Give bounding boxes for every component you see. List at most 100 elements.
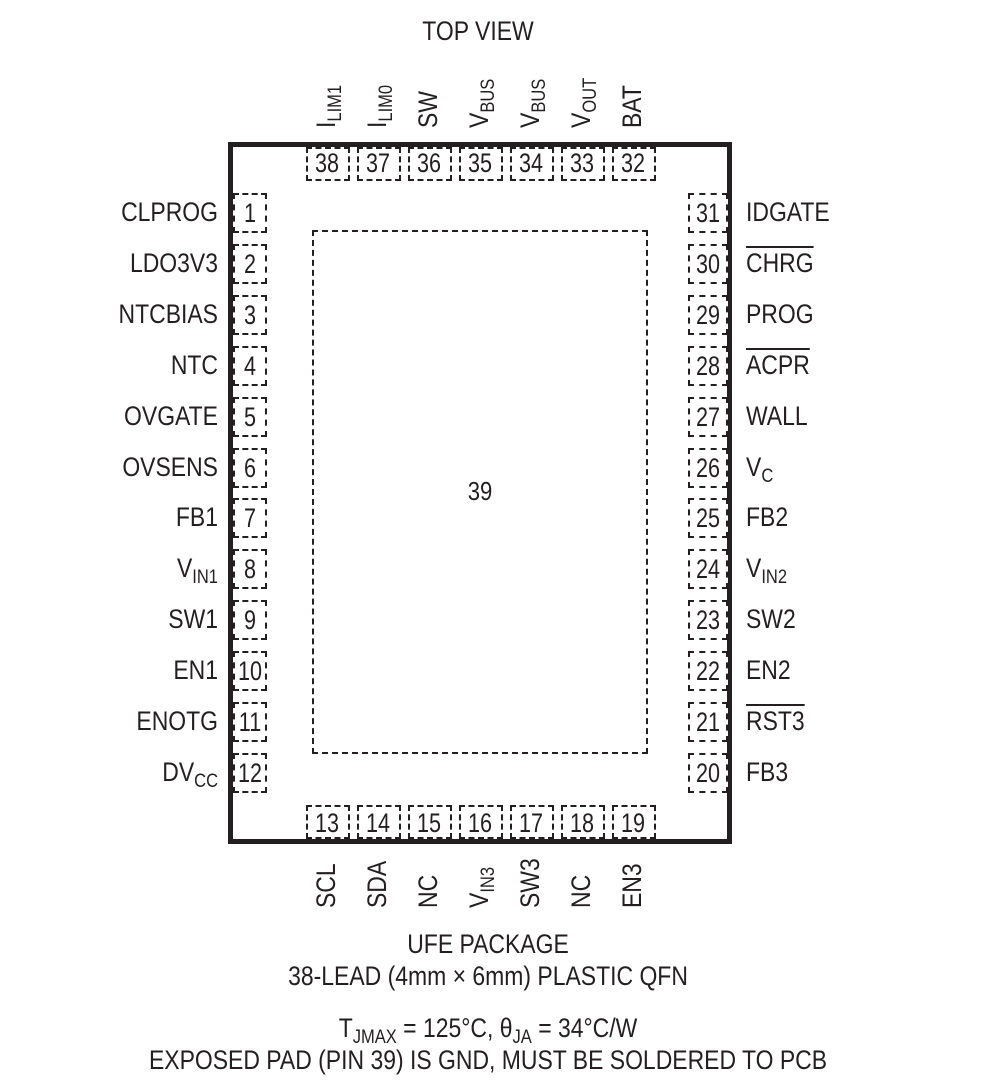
pin-pad-right [688, 193, 728, 233]
pin-label-left: CLPROG [48, 199, 218, 226]
pin-pad-left [233, 447, 267, 488]
pin-number: 15 [416, 808, 442, 838]
pin-label-right: IDGATE [746, 199, 830, 226]
pin-number: 7 [243, 503, 257, 534]
pin-name: NC [413, 874, 443, 908]
pin-number: 33 [569, 148, 595, 178]
pin-label-top: ILIM1 [311, 77, 346, 128]
pin-name: FB3 [746, 756, 789, 787]
pin-name: CHRG [746, 247, 814, 278]
pin-pad-bottom [459, 805, 503, 839]
pin-name: ILIM1 [311, 84, 346, 128]
pin-name: CLPROG [121, 197, 218, 227]
package-name: UFE PACKAGE [407, 929, 569, 959]
pin-name: NC [566, 874, 596, 908]
package-description: 38-LEAD (4mm × 6mm) PLASTIC QFN [288, 961, 688, 991]
pin-name: VC [746, 451, 774, 487]
pin-number: 31 [695, 198, 721, 228]
pin-number: 2 [243, 248, 257, 279]
pin-name: FB1 [175, 502, 218, 533]
pin-label-bottom: VIN3 [464, 860, 499, 908]
pin-number: 8 [243, 554, 257, 585]
pin-label-bottom: NC [566, 869, 596, 908]
pin-label-top: VBUS [464, 70, 499, 128]
pin-label-right: SW2 [746, 606, 796, 633]
pin-pad-left [233, 294, 267, 335]
pin-number: 21 [695, 707, 721, 737]
pin-label-left: ENOTG [48, 708, 218, 735]
exposed-pad-number: 39 [467, 476, 493, 506]
pin-name: RST3 [746, 706, 805, 736]
pin-name: VIN3 [464, 866, 499, 908]
pin-pad-top [459, 147, 503, 181]
pin-number: 32 [620, 148, 646, 178]
pin-number: 11 [238, 707, 262, 737]
pin-number: 34 [518, 148, 544, 178]
pin-pad-right [688, 752, 728, 793]
pin-label-bottom: SW3 [515, 849, 545, 908]
pin-label-left: NTC [48, 351, 218, 379]
pin-label-right: PROG [746, 300, 814, 328]
pin-label-top: VOUT [566, 69, 601, 128]
pin-label-right: ACPR [746, 349, 810, 380]
pin-pad-left [233, 498, 267, 539]
pin-label-left: DVCC [48, 756, 218, 792]
pin-number: 16 [467, 808, 493, 838]
pin-number: 28 [695, 350, 721, 381]
pin-pad-bottom [561, 805, 605, 839]
pin-label-left: VIN1 [48, 553, 218, 589]
pin-name: EN1 [173, 655, 218, 686]
exposed-pad-note: EXPOSED PAD (PIN 39) IS GND, MUST BE SOL… [148, 1045, 828, 1075]
tj-value: = 125°C, [396, 1013, 500, 1043]
pin-name: ILIM0 [362, 84, 397, 128]
pin-number: 14 [365, 808, 391, 838]
pin-name: OVGATE [124, 400, 218, 431]
pin-number: 9 [243, 605, 257, 636]
pin-label-top: SW [413, 85, 443, 128]
pin-pad-bottom [510, 805, 554, 839]
pin-pad-right [688, 243, 728, 284]
pin-name: SW3 [515, 858, 545, 908]
pin-pad-right [688, 600, 728, 641]
pin-label-bottom: NC [413, 869, 443, 908]
pin-name: SW2 [746, 604, 796, 635]
pin-number: 4 [243, 350, 257, 381]
pin-number: 35 [467, 148, 493, 178]
pin-pad-right [688, 498, 728, 539]
pin-pad-right [688, 345, 728, 386]
pin-pad-left [233, 396, 267, 437]
pin-label-left: FB1 [48, 504, 218, 531]
pin-label-right: VIN2 [746, 555, 787, 587]
pin-name: SDA [362, 860, 392, 908]
pin-number: 24 [695, 554, 721, 585]
pin-pad-right [688, 651, 728, 692]
pin-label-right: RST3 [746, 708, 805, 735]
pin-number: 10 [237, 656, 263, 687]
diagram-title: TOP VIEW [422, 16, 534, 46]
pin-pad-left [233, 651, 267, 692]
exposed-pad [312, 230, 648, 754]
pin-number: 29 [695, 299, 721, 330]
pin-pad-right [688, 396, 728, 437]
pin-name: ACPR [746, 349, 810, 380]
pin-name: SCL [311, 863, 341, 908]
pin-name: ENOTG [136, 706, 218, 736]
pin-pad-top [306, 147, 350, 181]
pin-number: 36 [416, 148, 442, 178]
pin-label-left: LDO3V3 [48, 247, 218, 278]
pin-name: DVCC [162, 756, 218, 792]
pin-label-left: OVSENS [48, 453, 218, 481]
pin-label-top: ILIM0 [362, 77, 397, 128]
pin-pad-top [612, 147, 656, 181]
pin-label-left: OVGATE [48, 400, 218, 431]
pin-name: VIN1 [176, 553, 218, 589]
pin-name: LDO3V3 [129, 247, 218, 278]
theta-subscript: JA [512, 1025, 532, 1048]
pin-number: 20 [695, 757, 721, 788]
pin-label-right: EN2 [746, 657, 791, 684]
tj-symbol: T [338, 1013, 353, 1043]
pin-name: FB2 [746, 502, 789, 533]
pin-label-bottom: EN3 [617, 855, 647, 908]
pin-number: 37 [365, 148, 391, 178]
pin-pad-top [510, 147, 554, 181]
